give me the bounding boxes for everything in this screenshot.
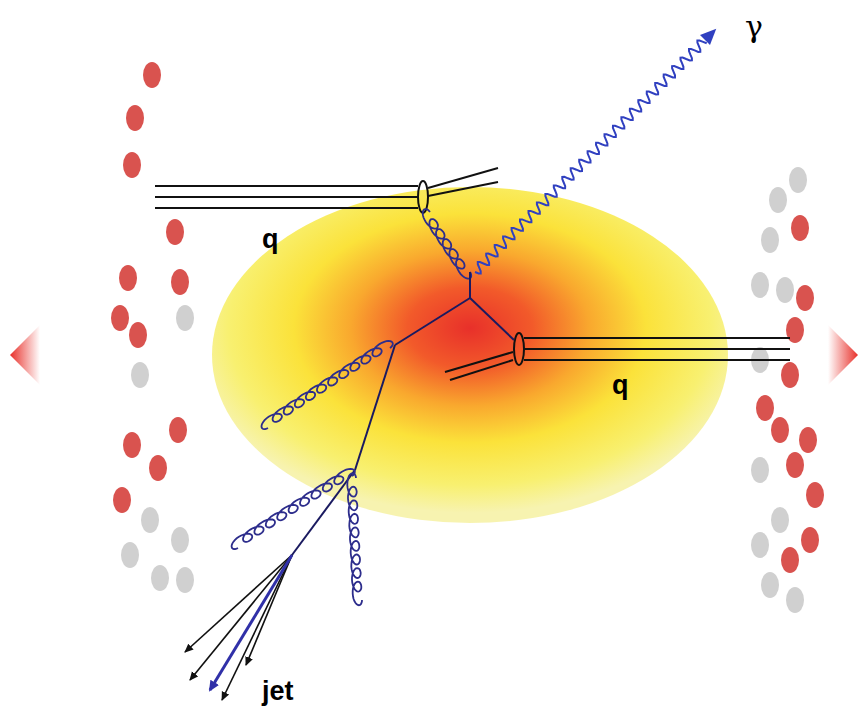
gluon-group bbox=[232, 29, 717, 606]
photon-label: γ bbox=[745, 12, 763, 42]
nucleon-dot bbox=[761, 572, 779, 598]
quark-label: q bbox=[612, 372, 629, 399]
nucleon-dot bbox=[786, 587, 804, 613]
nucleon-dot bbox=[113, 487, 131, 513]
jet-label: jet bbox=[262, 678, 294, 705]
nucleus-right bbox=[751, 167, 824, 613]
nucleon-dot bbox=[119, 265, 137, 291]
nucleon-dot bbox=[786, 317, 804, 343]
nucleon-dot bbox=[789, 167, 807, 193]
nucleon-dot bbox=[751, 272, 769, 298]
nucleon-dot bbox=[761, 227, 779, 253]
nucleon-dot bbox=[126, 105, 144, 131]
nucleon-dot bbox=[176, 305, 194, 331]
nucleon-dot bbox=[786, 452, 804, 478]
medium-fireball bbox=[212, 187, 728, 523]
nucleon-dot bbox=[791, 215, 809, 241]
nucleon-dot bbox=[166, 219, 184, 245]
nucleon-dot bbox=[171, 527, 189, 553]
nucleon-dot bbox=[129, 322, 147, 348]
quark-top bbox=[155, 168, 498, 213]
beam-arrow bbox=[828, 325, 858, 385]
nucleus-left bbox=[111, 62, 194, 593]
nucleon-dot bbox=[151, 565, 169, 591]
parton-lines bbox=[292, 298, 514, 555]
nucleon-dot bbox=[781, 547, 799, 573]
nucleon-dot bbox=[149, 455, 167, 481]
nucleon-dot bbox=[776, 277, 794, 303]
gluon-line bbox=[232, 469, 355, 549]
nucleon-dot bbox=[756, 395, 774, 421]
nucleon-dot bbox=[799, 427, 817, 453]
nucleon-dot bbox=[769, 187, 787, 213]
nucleon-dot bbox=[176, 567, 194, 593]
nucleon-dot bbox=[131, 362, 149, 388]
nucleon-dot bbox=[143, 62, 161, 88]
photon-arrowhead bbox=[700, 29, 716, 45]
nucleon-dot bbox=[141, 507, 159, 533]
nucleon-dot bbox=[806, 482, 824, 508]
gluon-line bbox=[347, 473, 362, 605]
vertex-line bbox=[469, 272, 471, 298]
gluon-line bbox=[262, 341, 393, 429]
quark-label: q bbox=[262, 226, 279, 253]
nucleon-dot bbox=[751, 457, 769, 483]
photon-line bbox=[475, 41, 707, 274]
nucleon-dot bbox=[796, 285, 814, 311]
nucleon-dot bbox=[111, 305, 129, 331]
nucleon-dot bbox=[121, 542, 139, 568]
beam-arrow bbox=[10, 325, 40, 385]
gluon-line bbox=[423, 209, 472, 279]
nucleon-dot bbox=[123, 152, 141, 178]
nucleon-dot bbox=[751, 532, 769, 558]
nucleon-dot bbox=[169, 417, 187, 443]
nucleon-dot bbox=[171, 269, 189, 295]
nucleon-dot bbox=[771, 417, 789, 443]
nucleon-dot bbox=[771, 507, 789, 533]
nucleon-dot bbox=[801, 527, 819, 553]
nucleon-dot bbox=[781, 362, 799, 388]
nucleon-dot bbox=[123, 432, 141, 458]
